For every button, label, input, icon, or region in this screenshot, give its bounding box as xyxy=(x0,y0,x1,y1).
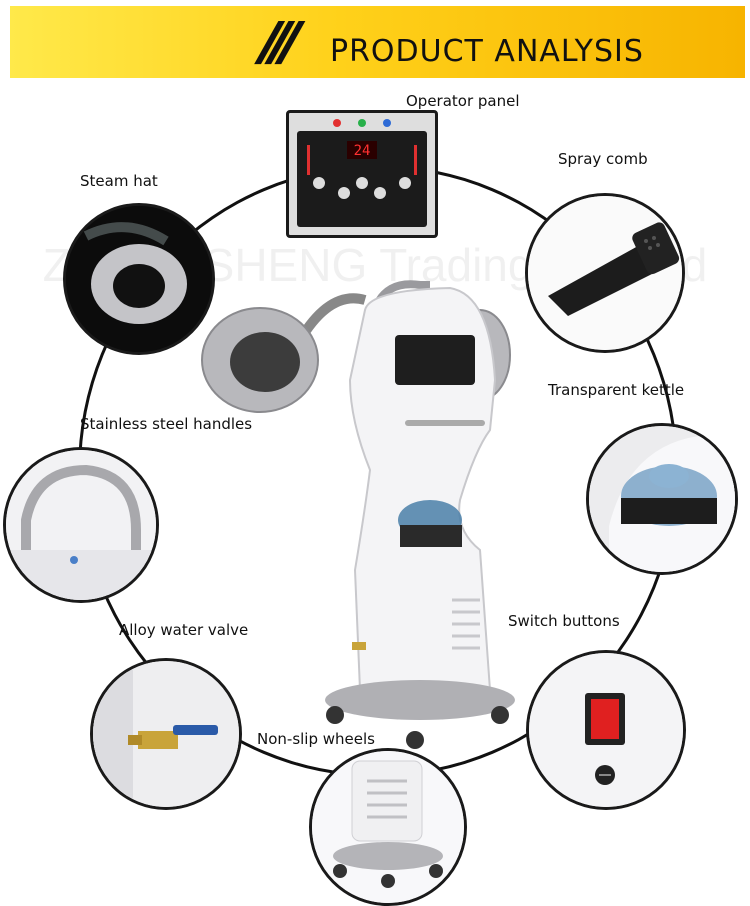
label-alloy-valve: Alloy water valve xyxy=(119,621,249,639)
steamer-machine-image xyxy=(201,280,515,749)
spray-comb-icon xyxy=(528,196,682,350)
label-switch-buttons: Switch buttons xyxy=(508,612,620,630)
page-title: PRODUCT ANALYSIS xyxy=(330,34,644,69)
operator-panel-image: 24 xyxy=(286,110,438,238)
label-transparent-kettle: Transparent kettle xyxy=(548,381,685,399)
panel-display: 24 xyxy=(354,143,371,159)
valve-icon xyxy=(93,661,239,807)
steam-hat-icon xyxy=(66,206,212,352)
steam-hat-circle xyxy=(63,203,215,355)
label-nonslip-wheels: Non-slip wheels xyxy=(257,730,375,748)
wheels-circle xyxy=(309,748,467,906)
header-banner: /// PRODUCT ANALYSIS xyxy=(10,6,745,78)
label-operator-panel: Operator panel xyxy=(406,92,520,110)
handle-circle xyxy=(3,447,159,603)
spray-comb-circle xyxy=(525,193,685,353)
label-spray-comb: Spray comb xyxy=(558,150,648,168)
control-panel-icon: 24 xyxy=(297,119,427,227)
switch-circle xyxy=(526,650,686,810)
kettle-circle xyxy=(586,423,738,575)
banner-slashes: /// xyxy=(254,11,297,76)
kettle-icon xyxy=(589,426,735,572)
wheels-icon xyxy=(312,751,464,903)
handle-icon xyxy=(6,450,156,600)
valve-circle xyxy=(90,658,242,810)
switch-icon xyxy=(529,653,683,807)
label-steam-hat: Steam hat xyxy=(80,172,158,190)
label-stainless-handles: Stainless steel handles xyxy=(80,415,253,433)
